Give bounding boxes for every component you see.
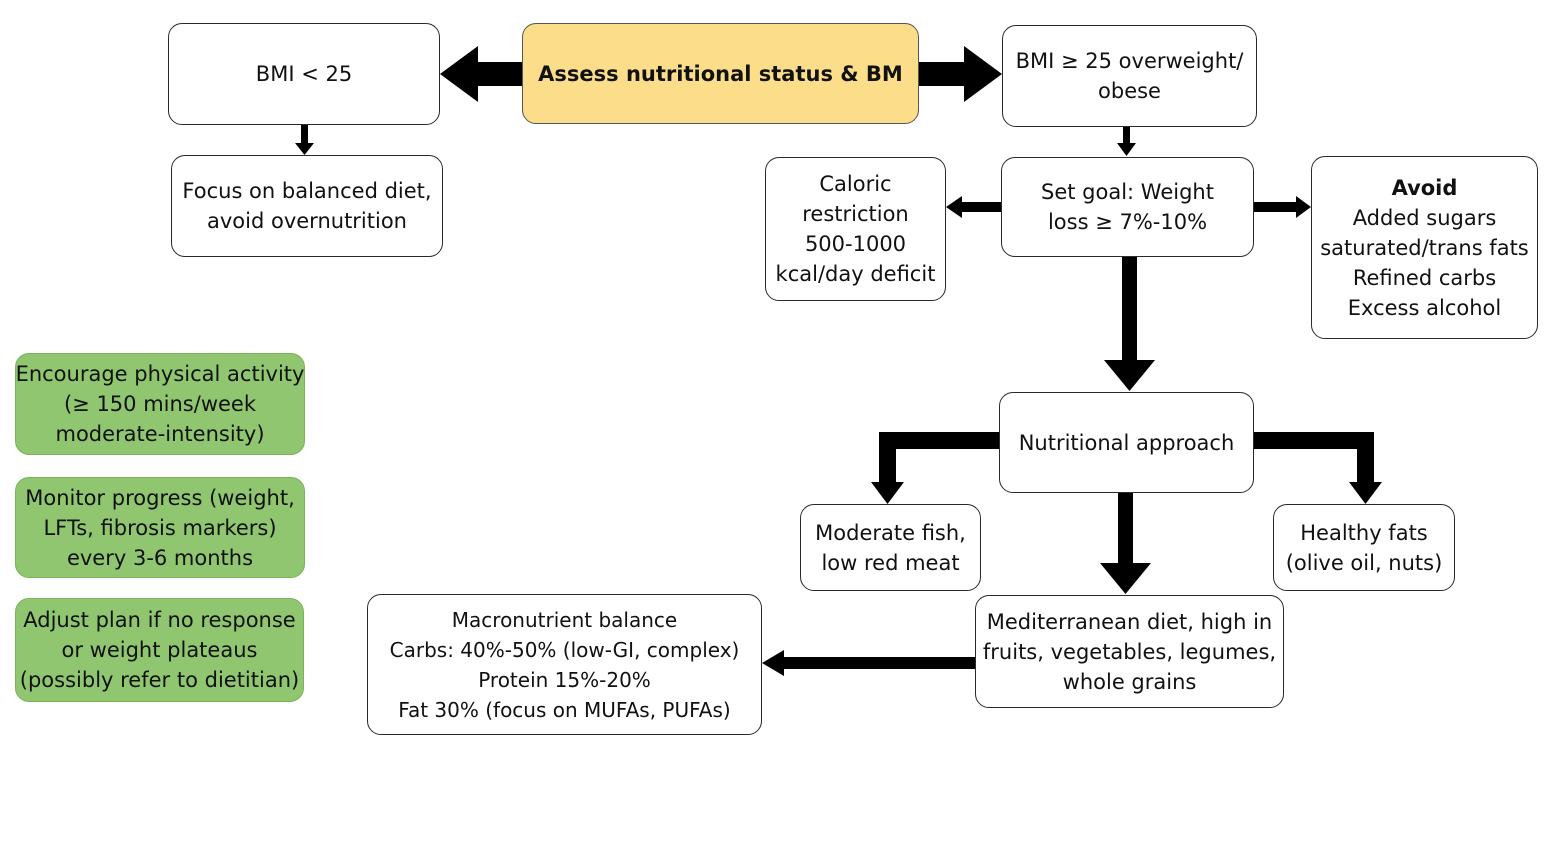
- nutritional-approach-box: Nutritional approach: [999, 392, 1254, 493]
- balanced-diet-box: Focus on balanced diet, avoid overnutrit…: [171, 155, 443, 257]
- arrow-bmi-under-to-balanced: [295, 125, 314, 155]
- moderate-fish-box: Moderate fish, low red meat: [800, 504, 981, 591]
- arrow-bmi-over-to-goal: [1117, 127, 1136, 156]
- assess-nutritional-status-box: Assess nutritional status & BM: [522, 23, 919, 124]
- set-goal-box: Set goal: Weight loss ≥ 7%-10%: [1001, 157, 1254, 257]
- mediterranean-diet-box: Mediterranean diet, high in fruits, vege…: [975, 595, 1284, 708]
- macro-line-1: Macronutrient balance: [451, 607, 678, 632]
- avoid-box: Avoid Added sugars saturated/trans fats …: [1311, 156, 1538, 339]
- caloric-line-2: restriction: [802, 202, 909, 226]
- macro-line-3: Protein 15%-20%: [478, 667, 651, 692]
- mediterranean-line-3: whole grains: [1062, 669, 1197, 694]
- bmi-over-25-box: BMI ≥ 25 overweight/ obese: [1002, 25, 1257, 127]
- bmi-under-label: BMI < 25: [255, 62, 353, 86]
- arrow-mediterranean-to-macro: [762, 650, 976, 676]
- goal-line-2: loss ≥ 7%-10%: [1047, 210, 1208, 234]
- monitor-line-1: Monitor progress (weight,: [25, 485, 295, 510]
- activity-line-1: Encourage physical activity: [15, 362, 305, 386]
- adjust-line-2: or weight plateaus: [61, 638, 258, 662]
- arrow-assess-to-bmi-over: [918, 46, 1002, 102]
- physical-activity-box: Encourage physical activity (≥ 150 mins/…: [15, 353, 305, 455]
- arrow-approach-to-fats: [1253, 432, 1382, 504]
- activity-line-3: moderate-intensity): [55, 422, 265, 446]
- arrow-approach-to-mediterranean: [1100, 493, 1151, 594]
- avoid-line-4: Excess alcohol: [1347, 295, 1502, 320]
- avoid-line-2: saturated/trans fats: [1320, 235, 1529, 260]
- monitor-progress-box: Monitor progress (weight, LFTs, fibrosis…: [15, 477, 305, 578]
- fish-line-1: Moderate fish,: [815, 520, 966, 545]
- fats-line-2: (olive oil, nuts): [1285, 550, 1443, 575]
- assess-label: Assess nutritional status & BM: [538, 61, 903, 86]
- activity-line-2: (≥ 150 mins/week: [63, 392, 256, 416]
- avoid-title: Avoid: [1391, 175, 1458, 200]
- balanced-line-1: Focus on balanced diet,: [182, 179, 432, 203]
- arrow-goal-to-avoid: [1254, 196, 1311, 218]
- monitor-line-3: every 3-6 months: [66, 545, 254, 570]
- caloric-restriction-box: Caloric restriction 500-1000 kcal/day de…: [765, 157, 946, 301]
- avoid-line-3: Refined carbs: [1352, 265, 1497, 290]
- goal-line-1: Set goal: Weight: [1041, 180, 1214, 204]
- bmi-under-25-box: BMI < 25: [168, 23, 440, 125]
- macro-line-2: Carbs: 40%-50% (low-GI, complex): [389, 637, 740, 662]
- mediterranean-line-2: fruits, vegetables, legumes,: [982, 639, 1277, 664]
- caloric-line-1: Caloric: [819, 172, 892, 196]
- adjust-plan-box: Adjust plan if no response or weight pla…: [15, 598, 304, 702]
- macro-line-4: Fat 30% (focus on MUFAs, PUFAs): [398, 697, 731, 722]
- fats-line-1: Healthy fats: [1300, 520, 1428, 545]
- balanced-line-2: avoid overnutrition: [207, 209, 407, 233]
- bmi-over-line-1: BMI ≥ 25 overweight/: [1015, 49, 1244, 73]
- macronutrient-balance-box: Macronutrient balance Carbs: 40%-50% (lo…: [367, 594, 762, 735]
- mediterranean-line-1: Mediterranean diet, high in: [986, 609, 1273, 634]
- avoid-line-1: Added sugars: [1352, 205, 1497, 230]
- healthy-fats-box: Healthy fats (olive oil, nuts): [1273, 504, 1455, 591]
- arrow-goal-to-approach: [1104, 256, 1155, 391]
- approach-label: Nutritional approach: [1018, 430, 1235, 455]
- monitor-line-2: LFTs, fibrosis markers): [43, 515, 277, 540]
- caloric-line-3: 500-1000: [804, 232, 907, 256]
- fish-line-2: low red meat: [821, 550, 960, 575]
- adjust-line-1: Adjust plan if no response: [23, 608, 296, 632]
- bmi-over-line-2: obese: [1098, 79, 1161, 103]
- adjust-line-3: (possibly refer to dietitian): [19, 668, 300, 692]
- caloric-line-4: kcal/day deficit: [775, 262, 936, 286]
- arrow-goal-to-caloric: [946, 196, 1002, 218]
- arrow-approach-to-fish: [871, 432, 1000, 504]
- arrow-assess-to-bmi-under: [440, 46, 524, 102]
